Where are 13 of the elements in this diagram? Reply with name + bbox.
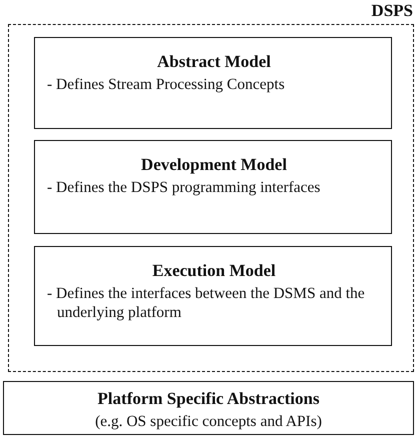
box-title: Platform Specific Abstractions (96, 389, 320, 409)
box-title: Development Model (140, 155, 288, 175)
model-box (34, 246, 392, 346)
model-box (34, 140, 392, 234)
box-description: (e.g. OS specific concepts and APIs) (94, 412, 323, 431)
box-title: Execution Model (151, 261, 277, 281)
box-title: Abstract Model (156, 52, 272, 72)
model-box (34, 37, 392, 129)
box-description: - Defines Stream Processing Concepts (47, 75, 286, 94)
box-description: - Defines the DSPS programming interfaces (47, 178, 322, 197)
box-description: - Defines the interfaces between the DSMS and the underlying platform (47, 284, 366, 322)
platform-box (3, 381, 414, 435)
group-title: DSPS (371, 1, 413, 21)
